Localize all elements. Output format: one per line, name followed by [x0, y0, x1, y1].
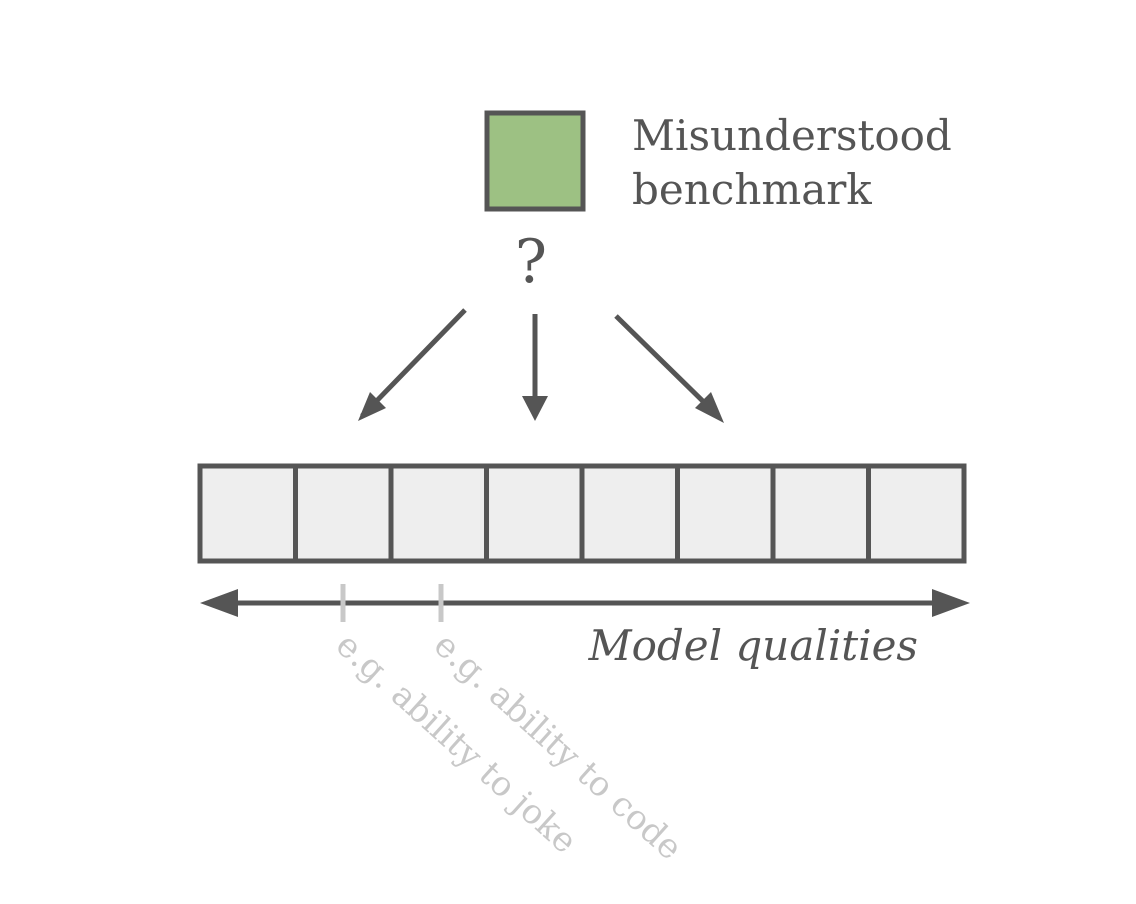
arrow-left: [360, 308, 467, 418]
benchmark-label-line1: Misunderstood: [632, 111, 952, 160]
benchmark-swatch: [484, 110, 586, 212]
arrow-right-head: [695, 392, 724, 423]
quality-cell: [197, 463, 298, 564]
model-qualities-axis: [200, 589, 970, 617]
qualities-strip: [197, 463, 967, 564]
question-mark: ?: [515, 227, 547, 297]
axis-label: Model qualities: [588, 621, 918, 670]
arrow-right: [614, 314, 718, 416]
benchmark-label-line2: benchmark: [632, 165, 872, 214]
quality-cell: [579, 463, 680, 564]
arrow-left-head: [358, 392, 386, 421]
arrow-middle-head: [522, 396, 548, 421]
quality-cell: [866, 463, 967, 564]
benchmark-label: Misunderstood benchmark: [632, 111, 965, 214]
quality-cell: [293, 463, 394, 564]
quality-cell: [388, 463, 489, 564]
quality-cell: [675, 463, 776, 564]
quality-cell: [484, 463, 585, 564]
axis-left-arrowhead: [200, 589, 238, 617]
quality-cell: [770, 463, 871, 564]
mapping-arrows: [358, 308, 724, 423]
axis-right-arrowhead: [932, 589, 970, 617]
